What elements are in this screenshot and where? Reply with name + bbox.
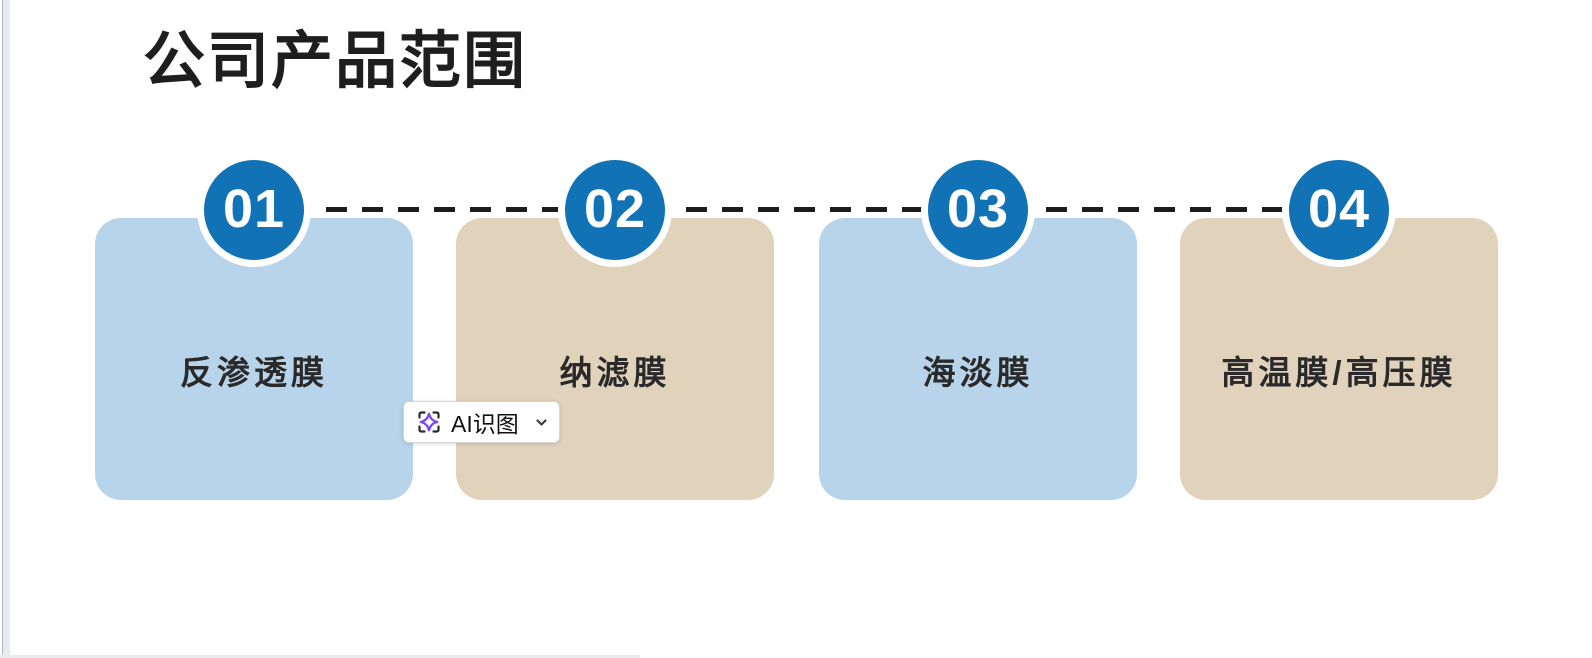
page-bottom-edge [0, 655, 640, 658]
connector-dashed-line [254, 207, 1339, 212]
chevron-down-icon[interactable] [534, 415, 549, 430]
step-number: 03 [946, 179, 1010, 239]
ai-button-label: AI识图 [451, 411, 519, 437]
page-left-edge [2, 0, 10, 658]
product-name: 纳滤膜 [559, 354, 671, 391]
step-badge-4: 04 [1282, 153, 1396, 267]
step-number: 04 [1307, 179, 1371, 239]
product-card-4: 04 高温膜/高压膜 [1180, 153, 1498, 500]
product-card-3: 03 海淡膜 [819, 153, 1137, 500]
step-badge-2: 02 [558, 153, 672, 267]
ai-image-recognition-button[interactable]: AI识图 [403, 401, 560, 443]
page-title: 公司产品范围 [143, 27, 528, 96]
step-badge-1: 01 [197, 153, 311, 267]
product-name: 海淡膜 [922, 354, 1034, 391]
product-card-1: 01 反渗透膜 [95, 153, 413, 500]
product-name: 反渗透膜 [180, 354, 328, 391]
step-number: 02 [583, 179, 647, 239]
step-badge-3: 03 [921, 153, 1035, 267]
product-name: 高温膜/高压膜 [1221, 354, 1457, 391]
ai-scan-sparkle-icon [416, 409, 442, 435]
step-number: 01 [222, 179, 286, 239]
product-card-2: 02 纳滤膜 [456, 153, 774, 500]
